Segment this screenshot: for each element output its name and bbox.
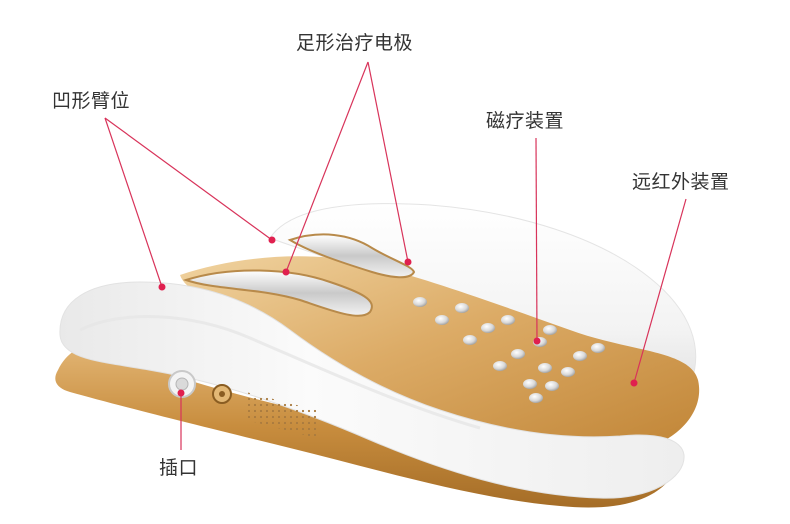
socket-port-inner [175,377,189,391]
callout-lines [104,61,687,450]
label-concave-arm-rest: 凹形臂位 [52,90,131,112]
label-far-infrared-device: 远红外装置 [632,171,730,193]
callout-dots [158,236,638,397]
label-magnetic-device: 磁疗装置 [486,110,565,132]
gold-body [180,256,700,456]
foot-electrode-right [287,233,416,279]
label-foot-electrode: 足形治疗电极 [296,32,414,54]
side-button-center [219,391,225,397]
front-wing-crease [79,315,481,430]
foot-electrode-left [182,269,373,317]
label-socket: 插口 [159,457,199,479]
speaker-grille [246,392,316,438]
